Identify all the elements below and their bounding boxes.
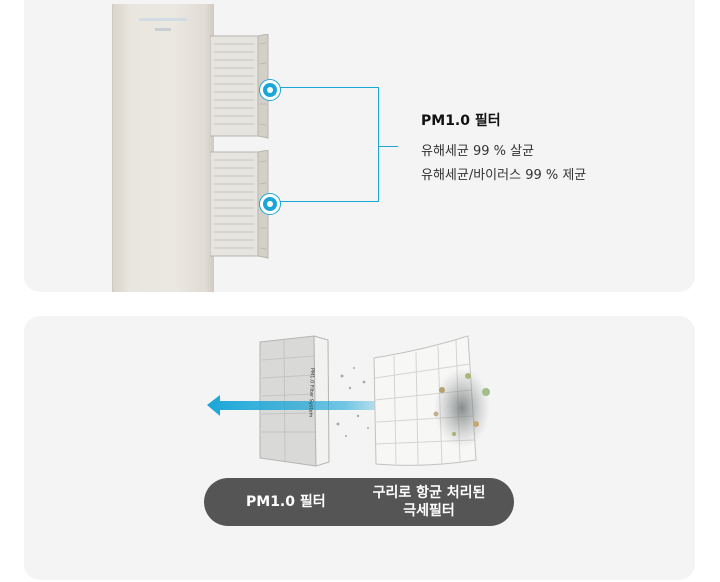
filter-feature-1: 유해세균 99 % 살균 xyxy=(421,144,535,159)
connector-upper xyxy=(280,87,379,88)
callout-dot-lower xyxy=(260,194,280,214)
purifier-logo xyxy=(155,28,171,31)
filtration-stages-panel: PM1.0 필터 구리로 항균 처리된 극세필터 PM1.0 Filter Sy… xyxy=(24,316,695,580)
filter-feature-2: 유해세균/바이러스 99 % 제균 xyxy=(421,168,587,183)
purifier-display xyxy=(139,18,187,21)
airflow-arrow-icon xyxy=(207,395,404,416)
filter-module-upper xyxy=(210,34,272,140)
filter-title: PM1.0 필터 xyxy=(421,113,501,129)
air-purifier-body xyxy=(112,4,214,292)
connector-to-text xyxy=(378,146,398,147)
filtration-illustration xyxy=(207,335,490,467)
filter-stage-label-bar: PM1.0 필터 구리로 항균 처리된 극세필터 xyxy=(204,478,514,526)
connector-vertical xyxy=(378,87,379,202)
stage-label-pm10: PM1.0 필터 xyxy=(246,494,326,510)
filter-detail-panel: PM1.0 필터 유해세균 99 % 살균 유해세균/바이러스 99 % 제균 xyxy=(24,0,695,292)
connector-lower xyxy=(280,201,379,202)
stage-label-fine-filter: 구리로 항균 처리된 극세필터 xyxy=(372,485,486,519)
callout-dot-upper xyxy=(260,80,280,100)
